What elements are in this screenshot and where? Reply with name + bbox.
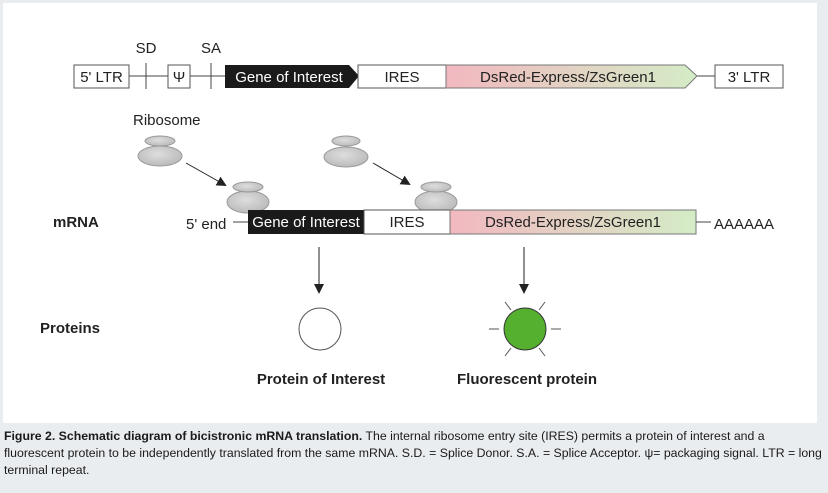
mrna-ires-label: IRES [389, 214, 424, 231]
mrna-gene-label: Gene of Interest [252, 214, 360, 231]
proteins-row-label: Proteins [40, 320, 100, 337]
protein-of-interest-circle [298, 307, 342, 351]
ribosome-bound-2 [414, 181, 458, 214]
mrna-ires-box [363, 209, 451, 235]
ribosome-free-1 [137, 135, 183, 167]
vector-ires-label: IRES [384, 69, 419, 86]
ltr3-label: 3' LTR [728, 69, 771, 86]
caption-body: The internal ribosome entry site (IRES) … [4, 429, 822, 477]
ltr3-box [714, 64, 784, 89]
ltr5-label: 5' LTR [80, 69, 123, 86]
ribosome-bound-1 [226, 181, 270, 214]
mrna-5end-label: 5' end [186, 216, 226, 233]
ribosome-arrow-2 [372, 162, 411, 186]
fluorescent-protein-glow [489, 301, 561, 357]
sd-label: SD [136, 40, 157, 57]
caption-title: Figure 2. Schematic diagram of bicistron… [4, 429, 363, 443]
bicistronic-diagram: SD SA 5' LTR Ψ Gene of Interest IRES DsR… [40, 40, 784, 388]
mrna-row-label: mRNA [53, 214, 99, 231]
figure-panel: SD SA 5' LTR Ψ Gene of Interest IRES DsR… [3, 3, 817, 423]
fluorescent-protein-label: Fluorescent protein [457, 371, 597, 388]
mrna-reporter-label: DsRed-Express/ZsGreen1 [485, 214, 661, 231]
mrna-reporter-box [449, 209, 697, 235]
vector-reporter-label: DsRed-Express/ZsGreen1 [480, 69, 656, 86]
ribosome-free-2 [323, 135, 369, 168]
figure-caption: Figure 2. Schematic diagram of bicistron… [4, 428, 822, 479]
mrna-polya-label: AAAAAA [714, 216, 774, 233]
ribosome-arrow-1 [185, 162, 227, 186]
sa-label: SA [201, 40, 221, 57]
ltr5-box [73, 64, 130, 89]
vector-gene-label: Gene of Interest [235, 69, 343, 86]
psi-box [167, 64, 191, 89]
protein-of-interest-label: Protein of Interest [257, 371, 385, 388]
vector-reporter-box [445, 64, 698, 89]
ribosome-label: Ribosome [133, 112, 201, 129]
vector-gene-box [225, 65, 359, 88]
mrna-gene-box [248, 210, 364, 234]
psi-label: Ψ [173, 69, 186, 86]
